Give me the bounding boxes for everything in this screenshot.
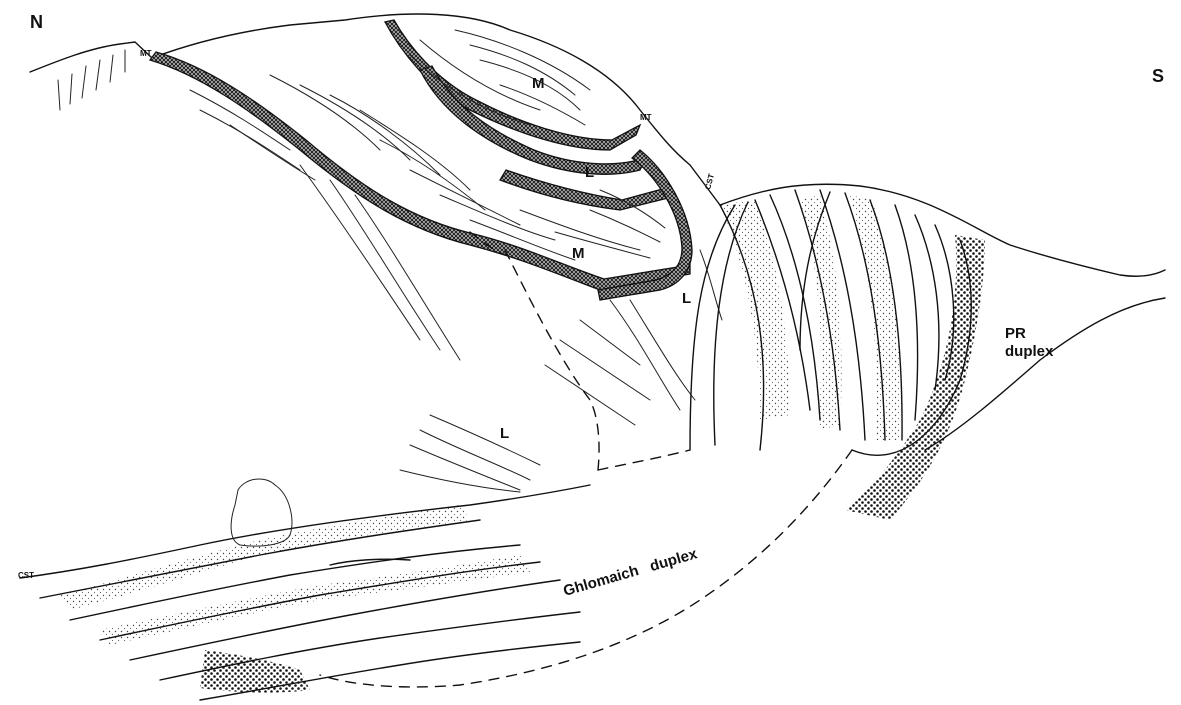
label-l-lower: L — [500, 425, 509, 442]
label-cst-upper: CST — [703, 173, 716, 191]
marker-band-fold-lower — [500, 170, 668, 210]
label-l-fold: L — [585, 164, 594, 181]
label-ghlomaich-duplex: Ghlomaich duplex — [561, 545, 699, 600]
skyline-left — [30, 14, 720, 205]
label-l-mid: L — [682, 290, 691, 307]
marker-band-fold-outer — [385, 20, 640, 150]
skyline-right — [720, 184, 1165, 276]
dashed-fault-floor — [598, 450, 690, 470]
label-north: N — [30, 12, 43, 32]
duplex-slices-right — [720, 195, 985, 520]
label-mt-right: MT — [640, 113, 652, 122]
foliation-lines-lower — [300, 165, 722, 492]
label-mt-left: MT — [140, 49, 152, 58]
label-m-upper: M — [532, 75, 545, 92]
label-cst-lower: CST — [18, 571, 34, 580]
label-pr-duplex-1: PR — [1005, 325, 1026, 342]
left-peak-hatching — [58, 50, 125, 110]
label-south: S — [1152, 66, 1164, 86]
lower-imbricate-stack — [20, 485, 590, 700]
label-pr-duplex-2: duplex — [1005, 343, 1054, 360]
label-m-lower: M — [572, 245, 585, 262]
